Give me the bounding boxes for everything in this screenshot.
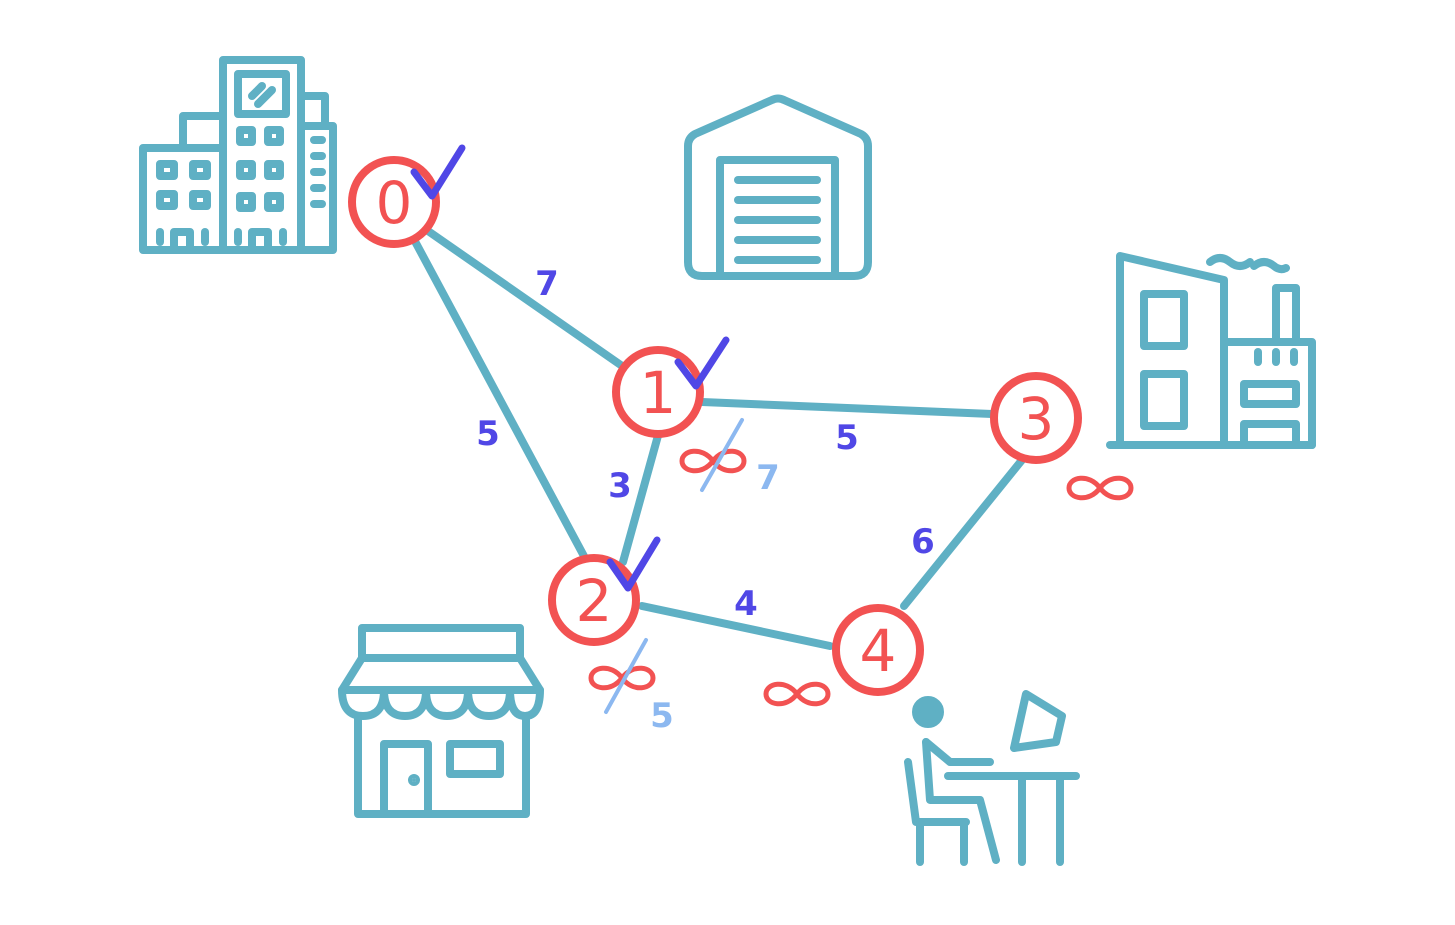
edge-0-1 xyxy=(414,220,629,372)
node-label: 3 xyxy=(1018,385,1055,453)
node-label: 0 xyxy=(376,169,413,237)
edge-0-2 xyxy=(406,228,589,562)
edge-weights: 7 5 3 5 4 6 xyxy=(476,264,935,624)
edge-2-4 xyxy=(638,602,834,650)
infinity-icon xyxy=(679,448,747,474)
edge-weight-0-1: 7 xyxy=(535,264,559,304)
node-circle xyxy=(548,554,640,646)
node-circle xyxy=(990,372,1082,464)
node-label: 2 xyxy=(576,567,613,635)
distance-node-4 xyxy=(763,681,831,707)
person-at-desk-icon xyxy=(904,690,1080,866)
updated-distance: 5 xyxy=(650,696,674,736)
node-label: 4 xyxy=(860,617,897,685)
distance-node-3 xyxy=(1066,475,1134,501)
node-1: 1 xyxy=(612,346,704,438)
edge-weight-0-2: 5 xyxy=(476,414,500,454)
edge-weight-3-4: 6 xyxy=(911,522,935,562)
visited-check-node-1 xyxy=(674,336,730,390)
office-building-icon xyxy=(139,56,337,254)
edge-3-4 xyxy=(900,456,1026,610)
strike-line xyxy=(700,418,744,492)
updated-distance: 7 xyxy=(756,458,780,498)
edge-weight-1-2: 3 xyxy=(608,466,632,506)
infinity-icon xyxy=(763,681,831,707)
node-circle xyxy=(348,156,440,248)
strike-line xyxy=(604,638,648,714)
node-4: 4 xyxy=(832,604,924,696)
visited-check-node-0 xyxy=(410,144,466,200)
edge-weight-1-3: 5 xyxy=(835,418,859,458)
shop-icon xyxy=(338,624,544,818)
distance-node-2: 5 xyxy=(588,638,674,736)
infinity-icon xyxy=(588,665,656,691)
node-circle xyxy=(832,604,924,696)
node-2: 2 xyxy=(548,554,640,646)
node-circle xyxy=(612,346,704,438)
node-3: 3 xyxy=(990,372,1082,464)
visited-check-node-2 xyxy=(606,536,661,592)
node-0: 0 xyxy=(348,156,440,248)
edge-1-3 xyxy=(698,398,996,418)
distance-node-1: 7 xyxy=(679,418,780,498)
edges xyxy=(406,220,1026,650)
factory-icon xyxy=(1106,252,1316,449)
edge-1-2 xyxy=(619,428,663,566)
node-label: 1 xyxy=(640,359,677,427)
infinity-icon xyxy=(1066,475,1134,501)
warehouse-icon xyxy=(684,94,872,280)
edge-weight-2-4: 4 xyxy=(734,584,758,624)
